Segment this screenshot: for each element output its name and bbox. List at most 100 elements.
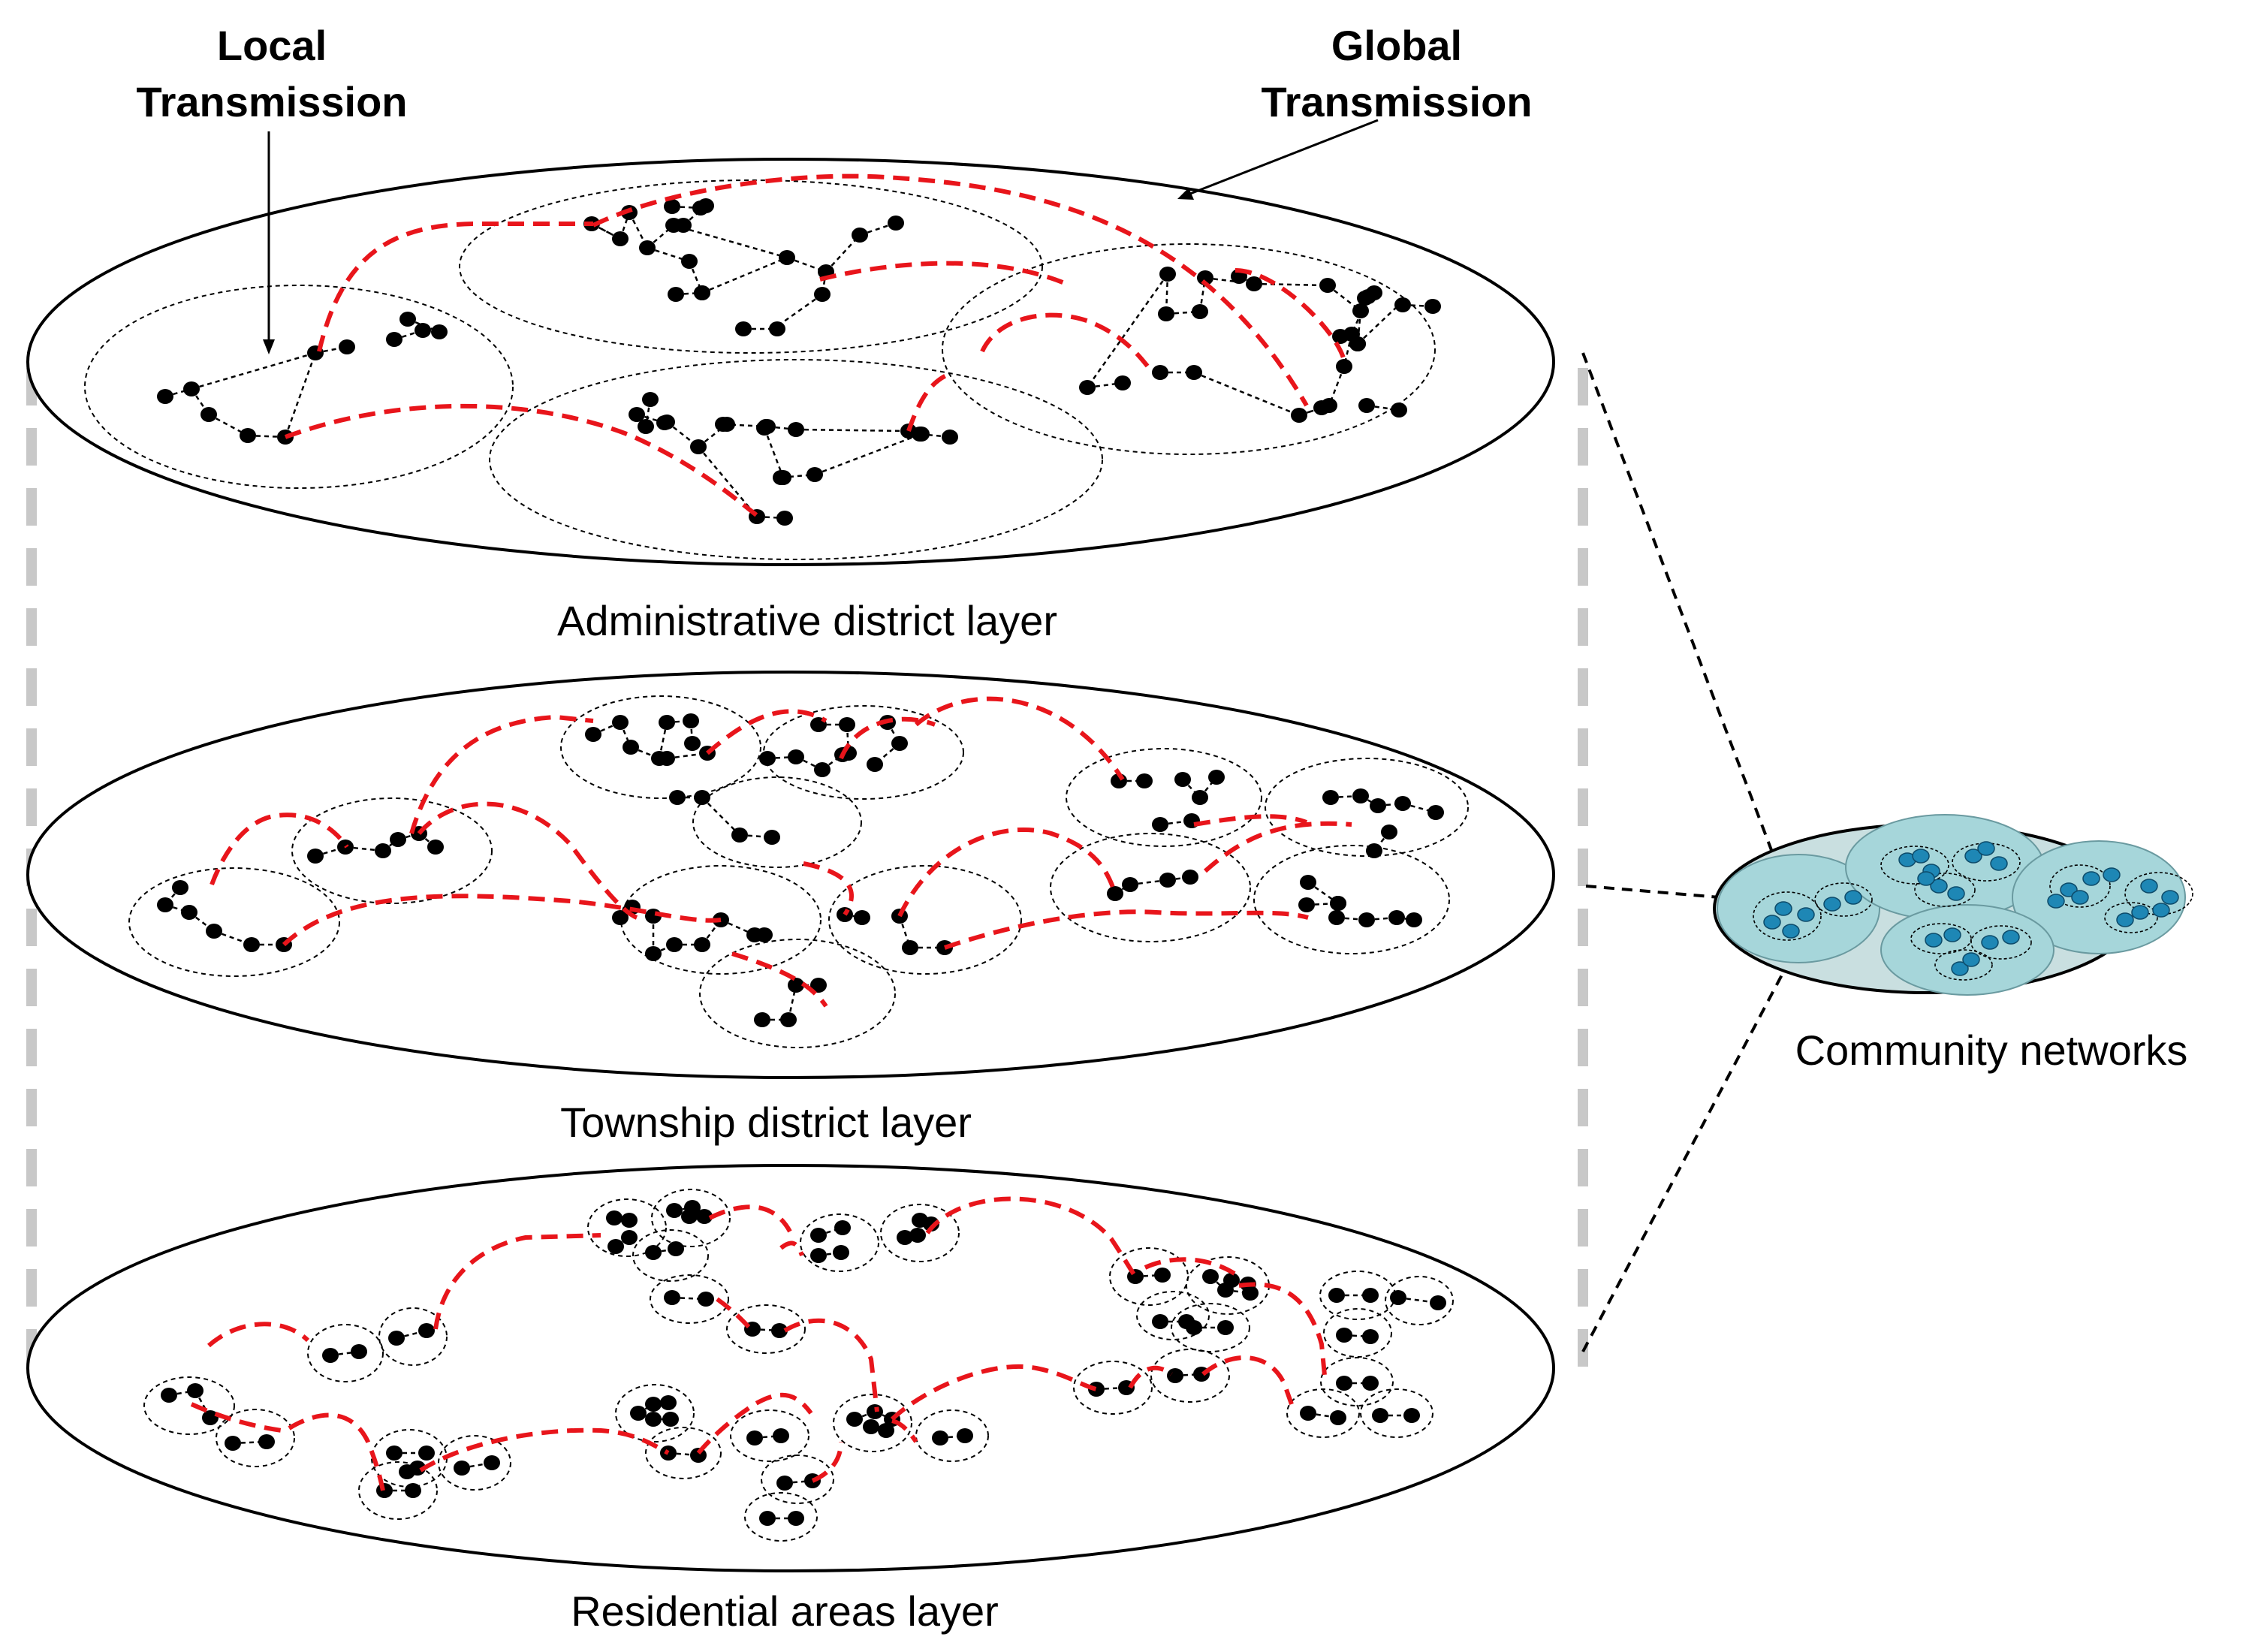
global-transmission-link <box>282 894 722 947</box>
node <box>484 1455 500 1470</box>
cluster-outline <box>1073 1361 1153 1415</box>
community-subcluster <box>1934 949 1993 981</box>
node <box>1352 788 1369 803</box>
node <box>1182 870 1198 885</box>
node <box>1300 875 1316 890</box>
node <box>1192 304 1208 319</box>
cluster-outline <box>726 1304 806 1354</box>
node <box>1403 1408 1420 1423</box>
local-link <box>345 846 384 852</box>
community-node <box>1774 901 1792 916</box>
cluster-outline <box>1265 758 1469 857</box>
node <box>1167 1368 1183 1383</box>
node <box>1352 303 1369 318</box>
node <box>780 1012 797 1027</box>
global-transmission-link <box>890 1364 1097 1421</box>
global-transmission-link <box>207 1322 310 1348</box>
node <box>1336 1376 1352 1391</box>
node <box>376 1483 393 1498</box>
node <box>612 910 629 925</box>
community-node <box>1930 879 1948 894</box>
node <box>431 324 448 339</box>
local-link <box>647 246 690 263</box>
cluster-outline <box>560 695 761 799</box>
node <box>1174 772 1191 787</box>
node <box>715 417 731 432</box>
community-node <box>1763 915 1781 930</box>
node <box>669 790 686 805</box>
node <box>1366 843 1382 858</box>
community-node <box>2161 890 2179 905</box>
cluster-outline <box>358 1461 438 1520</box>
community-node <box>2103 867 2121 882</box>
node <box>1313 400 1330 415</box>
node <box>1343 327 1360 342</box>
community-node <box>1823 897 1841 912</box>
node <box>666 937 683 952</box>
node <box>1358 912 1375 927</box>
node <box>645 1397 662 1412</box>
global-transmission-arrow <box>1189 119 1379 195</box>
community-node <box>1912 849 1930 864</box>
node <box>1186 1320 1202 1335</box>
node <box>1114 375 1131 390</box>
node <box>606 1210 623 1225</box>
node <box>668 1241 684 1256</box>
node <box>1370 798 1386 813</box>
cluster-outline <box>378 1307 448 1366</box>
node <box>891 736 908 751</box>
node <box>630 1406 647 1421</box>
node <box>607 1239 624 1254</box>
community-node <box>1962 952 1980 967</box>
node <box>788 749 804 764</box>
node <box>746 1430 763 1446</box>
node <box>322 1348 339 1363</box>
cluster-outline <box>615 1384 695 1442</box>
community-networks-label: Community networks <box>1795 1026 2188 1074</box>
node <box>660 1395 677 1410</box>
node <box>1362 1288 1379 1303</box>
cluster-outline <box>632 1229 709 1282</box>
global-transmission-link <box>288 1412 385 1491</box>
node <box>1208 770 1225 785</box>
local-transmission-arrowhead <box>263 339 275 354</box>
node <box>418 1446 435 1461</box>
cluster-outline <box>1050 833 1251 942</box>
global-transmission-link <box>819 261 1068 286</box>
global-transmission-link <box>1238 1282 1328 1384</box>
node <box>1152 1314 1168 1329</box>
node <box>386 332 402 347</box>
node <box>1381 824 1397 840</box>
node <box>390 832 406 847</box>
cluster-outline <box>84 285 514 489</box>
node <box>405 1483 421 1498</box>
node <box>1291 408 1307 423</box>
global-transmission-link <box>891 1418 918 1443</box>
node <box>157 389 173 404</box>
node <box>788 978 804 993</box>
node <box>645 946 662 961</box>
node <box>339 339 355 354</box>
global-transmission-link <box>716 1297 753 1331</box>
community-node <box>1964 849 1982 864</box>
local-link <box>1193 371 1300 417</box>
node <box>846 1412 863 1427</box>
node <box>773 1428 789 1443</box>
local-link <box>701 256 788 294</box>
node <box>1322 790 1339 805</box>
local-link <box>1087 381 1123 389</box>
community-node <box>1943 927 1961 942</box>
global-transmission-link <box>897 827 1117 918</box>
node <box>756 421 773 436</box>
node <box>731 828 748 843</box>
node <box>200 407 217 422</box>
community-node <box>2131 905 2149 920</box>
node <box>773 470 789 485</box>
global-transmission-link <box>803 861 854 916</box>
local-link <box>814 433 922 476</box>
cluster-outline <box>880 1204 960 1262</box>
local-link <box>284 352 317 438</box>
community-subcluster <box>2049 864 2111 908</box>
node <box>909 1228 926 1243</box>
global-transmission-label-line2: Transmission <box>1261 78 1532 125</box>
